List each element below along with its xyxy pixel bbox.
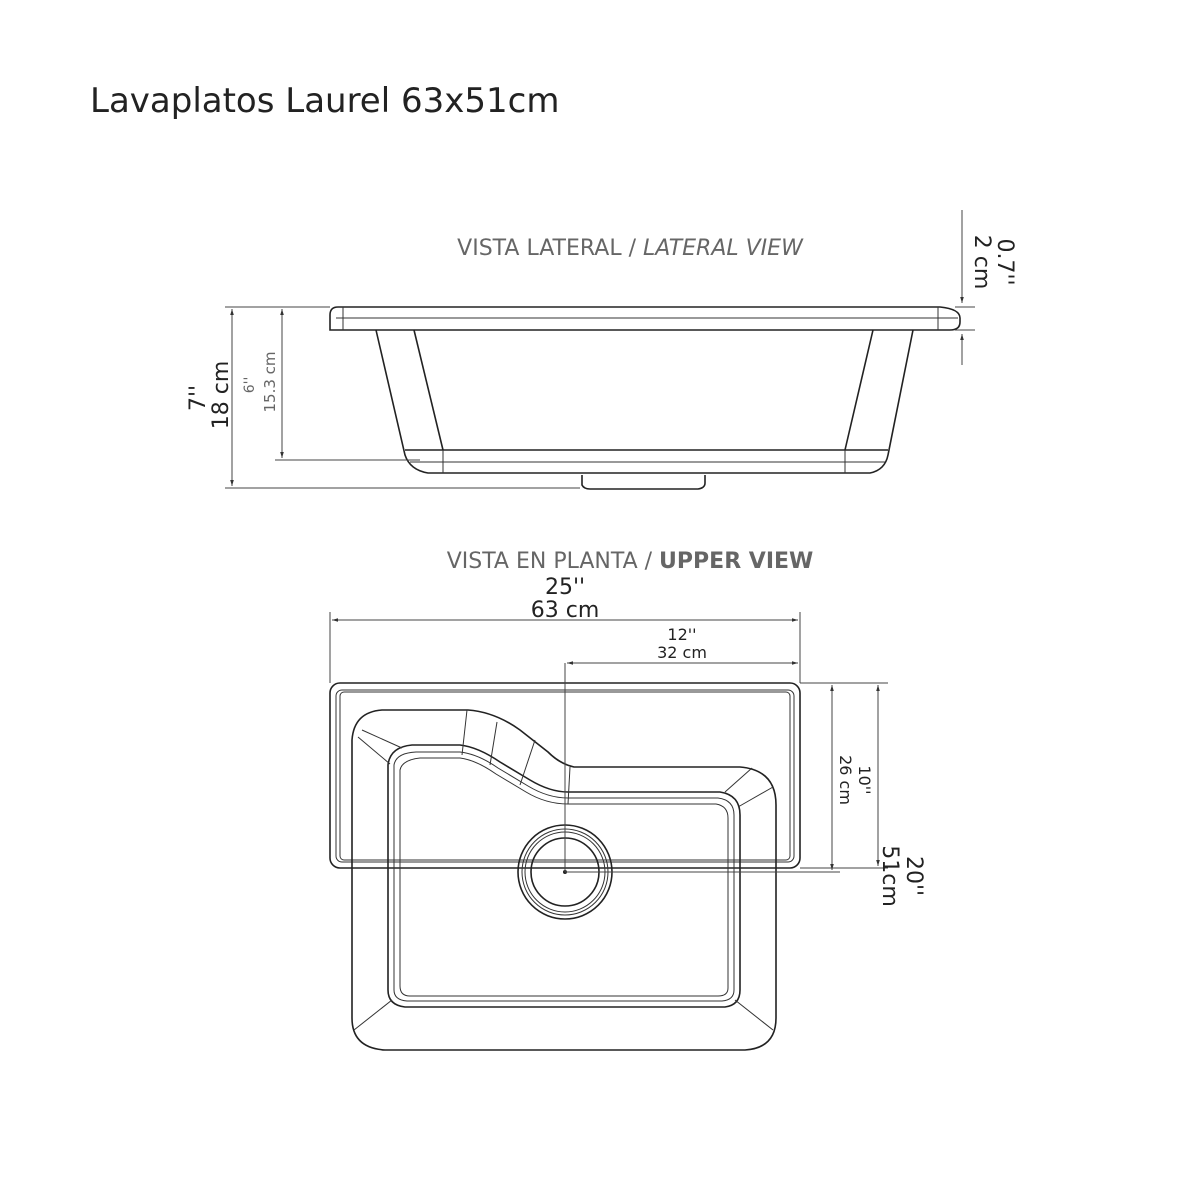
width-in: 25'' (545, 575, 585, 600)
height-total-cm: 18 cm (209, 361, 234, 430)
lateral-view-label-es: VISTA LATERAL / (457, 236, 636, 261)
lateral-view-drawing (329, 306, 961, 490)
drain-y-cm: 26 cm (836, 755, 855, 805)
upper-view-label-es: VISTA EN PLANTA / (447, 549, 653, 574)
height-total-in: 7'' (186, 385, 211, 411)
rim-in: 0.7'' (992, 238, 1017, 285)
upper-view-label-en: UPPER VIEW (659, 549, 813, 574)
width-cm: 63 cm (531, 598, 600, 623)
height-bowl-in: 6'' (242, 377, 258, 394)
upper-dimensions: 25'' 63 cm 12'' 32 cm 10'' 26 cm 20'' 51… (329, 575, 926, 907)
depth-cm: 51cm (877, 845, 902, 907)
drain-y-in: 10'' (855, 765, 874, 794)
drain-x-in: 12'' (667, 625, 696, 644)
rim-cm: 2 cm (969, 235, 994, 290)
height-bowl-cm: 15.3 cm (261, 351, 279, 412)
drain-x-cm: 32 cm (657, 643, 707, 662)
page-title: Lavaplatos Laurel 63x51cm (90, 81, 559, 121)
lateral-view-label: VISTA LATERAL / LATERAL VIEW (457, 236, 804, 261)
depth-in: 20'' (901, 856, 926, 896)
upper-view-label: VISTA EN PLANTA / UPPER VIEW (447, 549, 814, 574)
lateral-view-label-en: LATERAL VIEW (643, 236, 804, 261)
lateral-dimensions: 7'' 18 cm 6'' 15.3 cm 0.7'' 2 cm (186, 210, 1017, 489)
